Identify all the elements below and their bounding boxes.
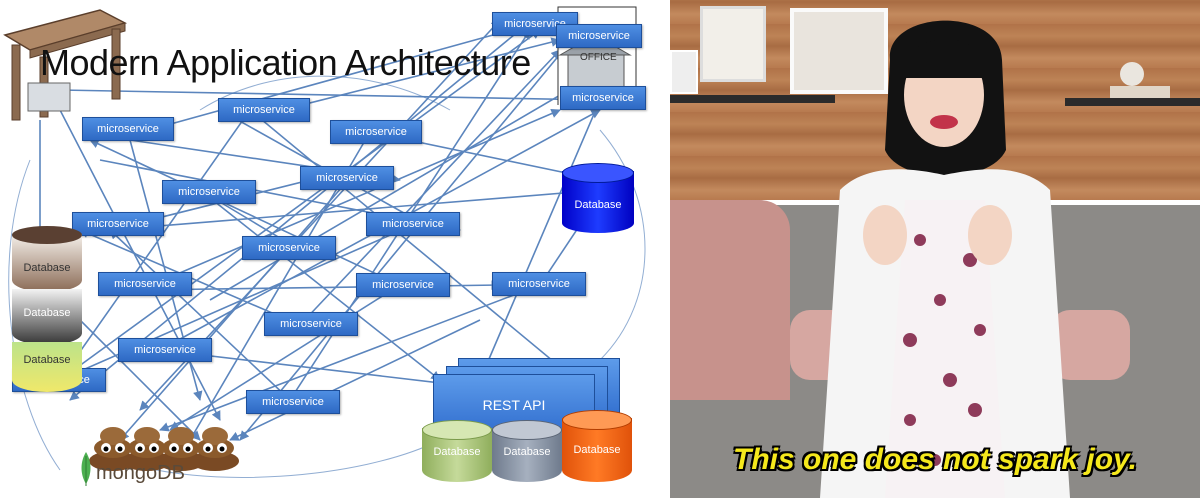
database-cylinder: Database	[12, 226, 82, 292]
pink-blanket	[670, 200, 790, 400]
poop-emoji-icon	[89, 427, 239, 471]
microservice-box: microservice	[560, 86, 646, 110]
database-cylinder: Database	[562, 410, 632, 482]
picture-frame	[700, 6, 766, 82]
database-cylinder: Database	[492, 420, 562, 482]
books	[1110, 86, 1170, 98]
microservice-box: microservice	[556, 24, 642, 48]
microservice-box: microservice	[82, 117, 174, 141]
panel-gap	[650, 0, 670, 498]
microservice-box: microservice	[356, 273, 450, 297]
microservice-box: microservice	[162, 180, 256, 204]
person-figure	[820, 20, 1070, 498]
shelf	[1065, 98, 1200, 106]
shelf	[670, 95, 835, 103]
microservice-box: microservice	[264, 312, 358, 336]
pink-pillow	[1050, 310, 1130, 380]
microservice-box: microservice	[330, 120, 422, 144]
office-label: OFFICE	[580, 52, 617, 63]
microservice-box: microservice	[242, 236, 336, 260]
microservice-box: microservice	[300, 166, 394, 190]
database-cylinder: Database	[422, 420, 492, 482]
picture-frame	[670, 50, 698, 94]
meme-caption: This one does not spark joy.	[733, 443, 1137, 476]
microservice-box: microservice	[492, 272, 586, 296]
microservice-box: microservice	[218, 98, 310, 122]
microservice-box: microservice	[72, 212, 164, 236]
database-cylinder: Database	[12, 338, 82, 392]
mongodb-logo-text: mongoDB	[96, 462, 185, 484]
microservice-box: microservice	[118, 338, 212, 362]
microservice-box: microservice	[366, 212, 460, 236]
microservice-box: microservice	[98, 272, 192, 296]
slide-title: Modern Application Architecture	[40, 42, 531, 83]
microservice-box: microservice	[246, 390, 340, 414]
desk-icon	[3, 9, 128, 121]
reaction-photo: This one does not spark joy.	[670, 0, 1200, 498]
database-cylinder: Database	[562, 163, 634, 233]
mongodb-leaf-icon	[81, 452, 91, 486]
rest-api-label: REST API	[482, 397, 546, 413]
plant-pot	[1120, 62, 1144, 86]
picture-frame	[790, 8, 888, 94]
architecture-slide: Brent's Desk OFFICE Modern Application A…	[3, 6, 646, 486]
database-cylinder: Database	[12, 285, 82, 345]
